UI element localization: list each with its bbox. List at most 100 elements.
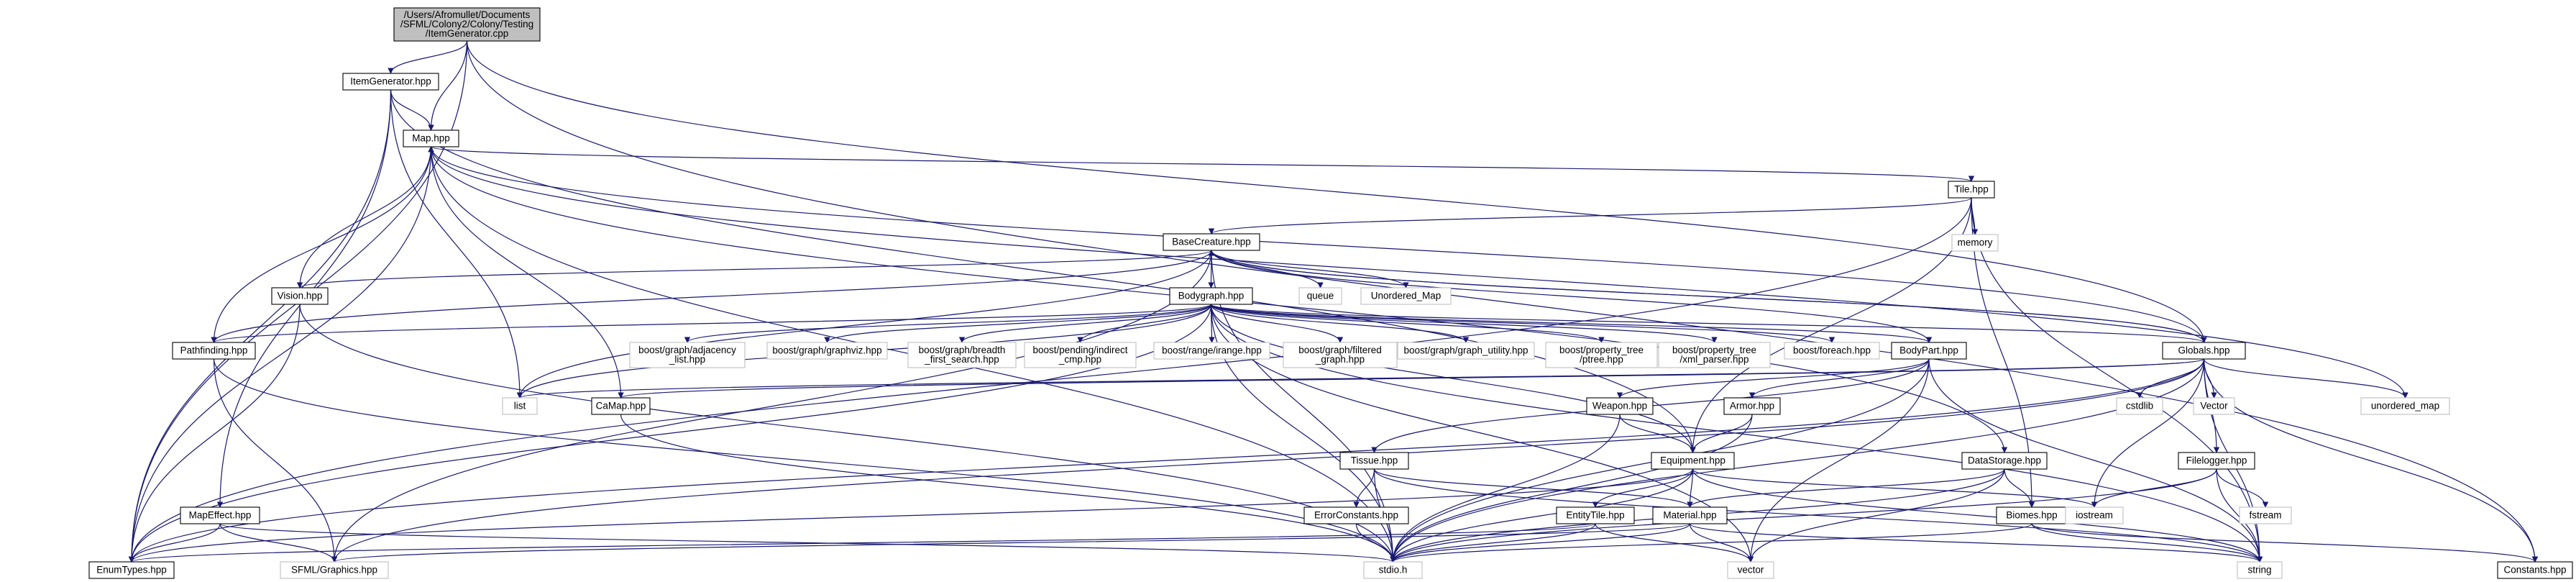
node-equipment[interactable]: Equipment.hpp	[1651, 452, 1735, 470]
node-weapon[interactable]: Weapon.hpp	[1586, 397, 1654, 415]
node-box-material	[1652, 506, 1728, 524]
node-label-pathfinding: Pathfinding.hpp	[180, 345, 248, 356]
node-bodygraph[interactable]: Bodygraph.hpp	[1169, 287, 1253, 305]
edge-camap-to-map	[428, 146, 622, 399]
node-graphutil: boost/graph/graph_utility.hpp	[1397, 342, 1535, 360]
node-box-adjacency	[629, 342, 746, 368]
node-globals[interactable]: Globals.hpp	[2162, 342, 2246, 360]
node-box-weapon	[1586, 397, 1654, 415]
node-label-adjacency: boost/graph/adjacency	[638, 345, 736, 355]
edge-tissue-to-errorconst	[1353, 468, 1375, 508]
node-box-itemgen	[342, 73, 439, 91]
edge-map-to-tile	[430, 146, 1974, 182]
edge-tile-to-biomes	[1971, 197, 2035, 508]
node-label-sfmlgraphics: SFML/Graphics.hpp	[291, 565, 377, 576]
node-box-bodypart	[1891, 342, 1967, 360]
node-label-tissue: Tissue.hpp	[1351, 455, 1398, 466]
edge-globals-to-iostream	[2091, 358, 2205, 508]
node-armor[interactable]: Armor.hpp	[1723, 397, 1781, 415]
edge-root-to-globals	[466, 40, 2207, 343]
node-biomes[interactable]: Biomes.hpp	[1996, 506, 2068, 524]
edge-basecreature-to-bodypart	[1211, 250, 1933, 343]
node-errorconst[interactable]: ErrorConstants.hpp	[1303, 506, 1409, 524]
node-box-foreach	[1784, 342, 1880, 360]
edge-weapon-to-stdio	[1390, 414, 1621, 563]
node-root: /Users/Afromullet/Documents/SFML/Colony2…	[393, 7, 541, 42]
node-box-vector_cap	[2193, 397, 2235, 415]
edge-errorconst-to-stdio	[1355, 523, 1396, 563]
node-camap[interactable]: CaMap.hpp	[591, 397, 651, 415]
node-label-map: Map.hpp	[412, 133, 450, 144]
node-box-bodygraph	[1169, 287, 1253, 305]
node-box-unordered_cap	[1360, 287, 1452, 305]
node-label-filelogger: Filelogger.hpp	[2186, 455, 2247, 466]
edge-itemgen-to-list	[390, 89, 523, 399]
node-memory: memory	[1951, 234, 1999, 252]
edge-globals-to-enumtypes	[128, 358, 2205, 563]
edge-root-to-itemgen	[388, 40, 468, 74]
node-bodypart[interactable]: BodyPart.hpp	[1891, 342, 1967, 360]
node-box-sfmlgraphics	[280, 561, 389, 579]
edge-bodygraph-to-equipment	[1210, 304, 1696, 453]
node-label-enumtypes: EnumTypes.hpp	[96, 565, 167, 576]
edge-mapeffect-to-enumtypes	[128, 523, 221, 563]
node-box-graphviz	[766, 342, 888, 360]
node-label-root: /ItemGenerator.cpp	[426, 28, 509, 39]
node-enumtypes[interactable]: EnumTypes.hpp	[88, 561, 175, 579]
node-box-errorconst	[1303, 506, 1409, 524]
edge-equipment-to-enumtypes	[129, 468, 1694, 563]
edge-basecreature-to-pathfinding	[211, 250, 1212, 343]
node-box-filtered	[1283, 342, 1398, 368]
node-entitytile[interactable]: EntityTile.hpp	[1556, 506, 1635, 524]
node-filelogger[interactable]: Filelogger.hpp	[2178, 452, 2255, 470]
edge-globals-to-sfmlgraphics	[331, 358, 2205, 563]
edge-bodygraph-to-xmlparser	[1210, 304, 1718, 343]
node-label-vector_cap: Vector	[2200, 401, 2228, 412]
node-box-tile	[1948, 181, 1995, 199]
node-vector_cap: Vector	[2193, 397, 2235, 415]
node-xmlparser: boost/property_tree/xml_parser.hpp	[1658, 342, 1771, 368]
node-adjacency: boost/graph/adjacency_list.hpp	[629, 342, 746, 368]
node-label-bodypart: BodyPart.hpp	[1899, 345, 1958, 356]
edge-filelogger-to-stdio	[1390, 468, 2217, 563]
node-vision[interactable]: Vision.hpp	[271, 287, 329, 305]
node-basecreature[interactable]: BaseCreature.hpp	[1163, 233, 1260, 251]
node-label-stdio: stdio.h	[1379, 565, 1408, 576]
node-constants[interactable]: Constants.hpp	[2497, 561, 2573, 579]
edge-itemgen-to-equipment	[390, 89, 1696, 453]
node-label-mapeffect: MapEffect.hpp	[189, 510, 252, 521]
node-box-map	[403, 129, 459, 147]
edge-biomes-to-stdio	[1390, 523, 2032, 563]
node-label-constants: Constants.hpp	[2503, 565, 2566, 576]
node-box-ptree	[1545, 342, 1658, 368]
node-label-indirect: boost/pending/indirect	[1032, 345, 1127, 355]
edge-bodygraph-to-adjacency	[684, 304, 1212, 343]
node-box-irange	[1153, 342, 1270, 360]
edge-entitytile-to-enumtypes	[129, 523, 1596, 563]
node-material[interactable]: Material.hpp	[1652, 506, 1728, 524]
node-tissue[interactable]: Tissue.hpp	[1339, 452, 1409, 470]
node-filtered: boost/graph/filtered_graph.hpp	[1283, 342, 1398, 368]
node-label-string: string	[2247, 565, 2271, 576]
node-box-constants	[2497, 561, 2573, 579]
node-itemgen[interactable]: ItemGenerator.hpp	[342, 73, 439, 91]
node-label-bodygraph: Bodygraph.hpp	[1178, 291, 1245, 301]
node-label-weapon: Weapon.hpp	[1592, 401, 1647, 412]
node-box-list	[502, 397, 538, 415]
node-list: list	[502, 397, 538, 415]
node-pathfinding[interactable]: Pathfinding.hpp	[172, 342, 256, 360]
edge-bodygraph-to-pathfinding	[211, 304, 1212, 343]
node-box-bfs	[907, 342, 1017, 368]
edge-vision-to-map	[299, 146, 434, 288]
node-map[interactable]: Map.hpp	[403, 129, 459, 147]
node-label-list: list	[514, 401, 526, 412]
node-sfmlgraphics: SFML/Graphics.hpp	[280, 561, 389, 579]
edge-basecreature-to-unordered_cap	[1211, 250, 1409, 288]
edge-bodygraph-to-bodypart	[1210, 304, 1932, 343]
node-mapeffect[interactable]: MapEffect.hpp	[180, 506, 260, 524]
node-graphviz: boost/graph/graphviz.hpp	[766, 342, 888, 360]
node-label-globals: Globals.hpp	[2178, 345, 2229, 356]
node-tile[interactable]: Tile.hpp	[1948, 181, 1995, 199]
node-datastorage[interactable]: DataStorage.hpp	[1961, 452, 2048, 470]
